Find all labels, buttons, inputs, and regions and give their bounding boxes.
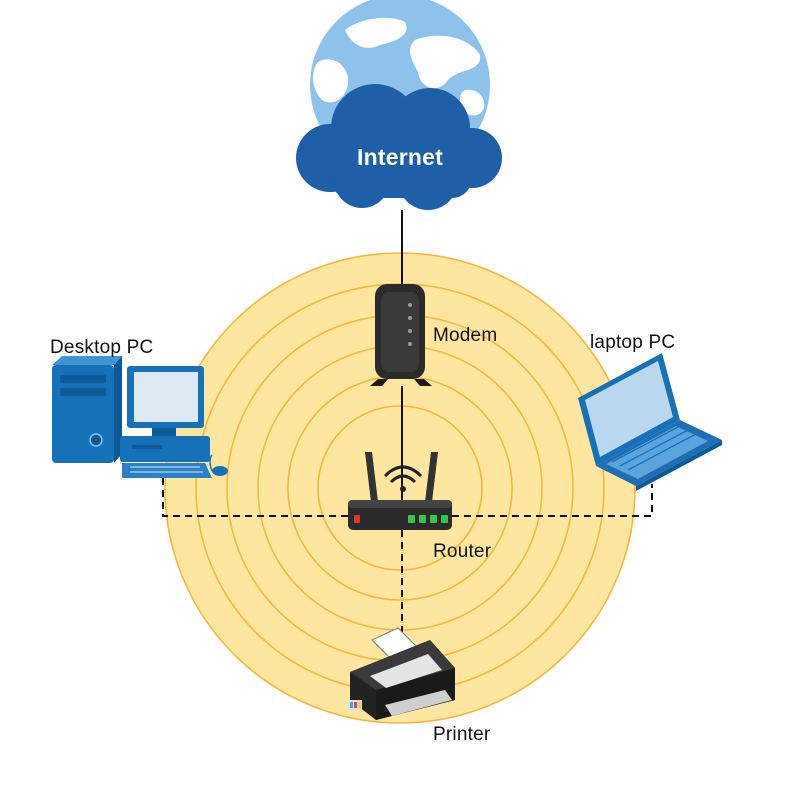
laptop-label: laptop PC [590,332,676,353]
internet-label: Internet [357,144,443,170]
ring [317,405,483,571]
modem-label: Modem [433,325,498,346]
router-label: Router [433,541,492,562]
modem-icon [370,284,432,386]
connections [162,210,653,640]
wifi-icon [383,465,423,492]
desktop-router-link [162,478,350,517]
printer-label: Printer [433,724,491,745]
desktop-icon [52,356,228,478]
ring [164,252,636,724]
desktop-label: Desktop PC [50,337,154,358]
laptop-router-link [452,484,653,517]
laptop-icon [578,353,722,491]
cloud-icon [296,84,502,210]
printer-icon [348,627,455,720]
router-icon [348,452,452,530]
